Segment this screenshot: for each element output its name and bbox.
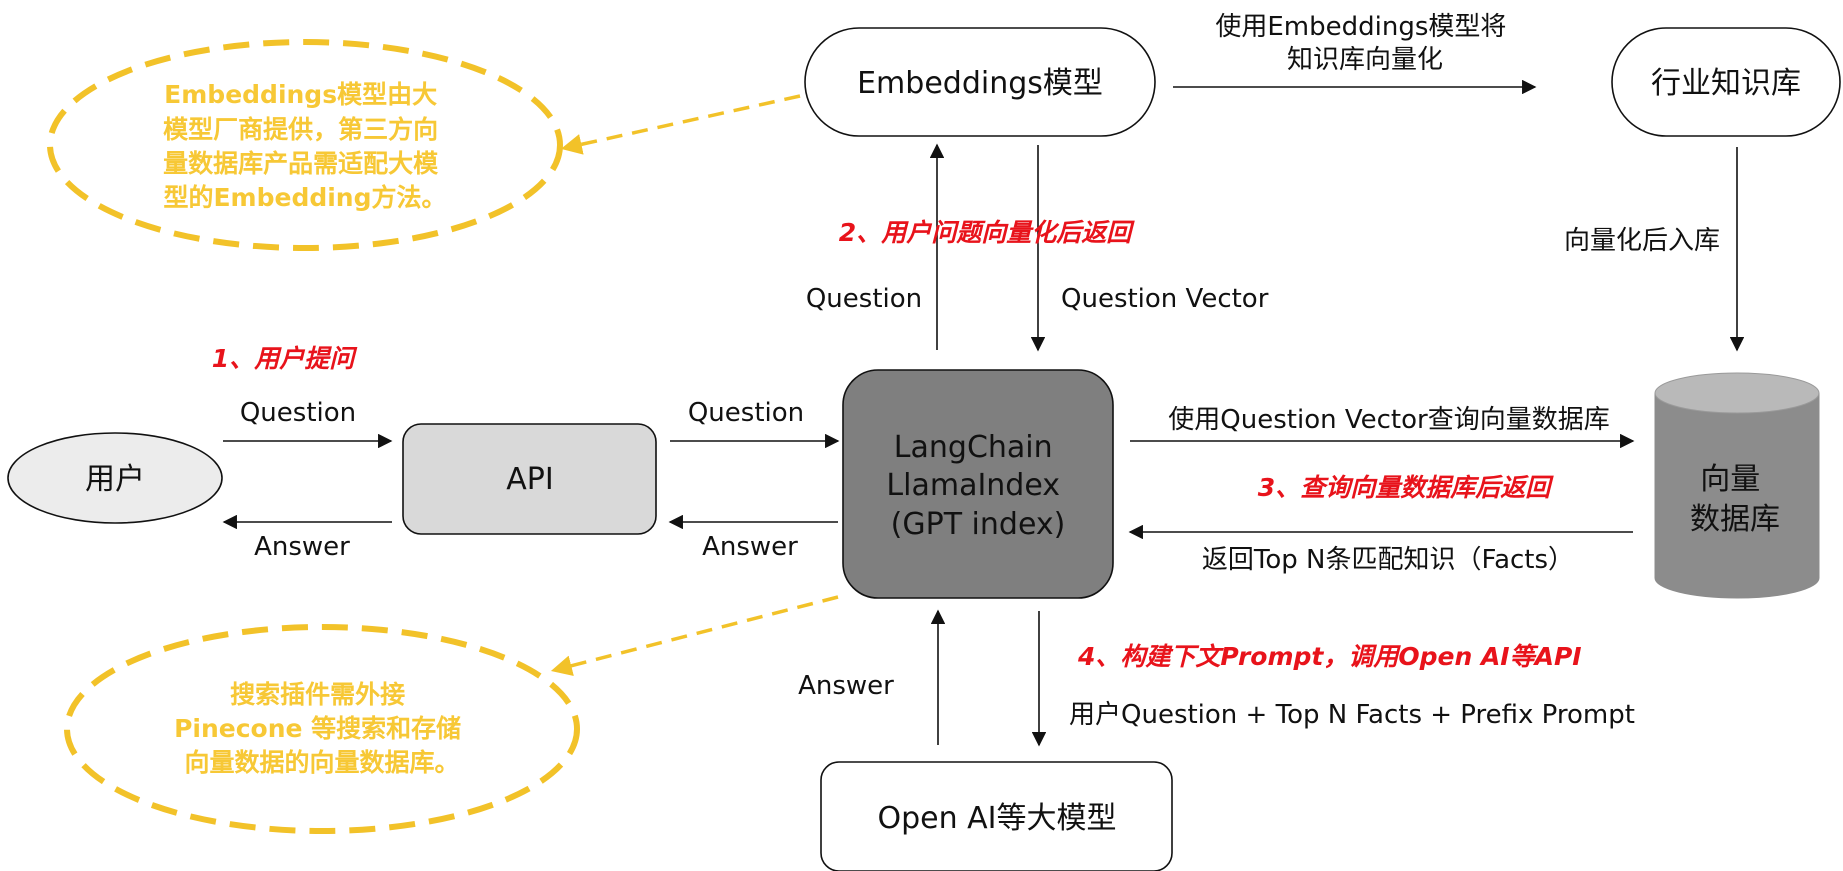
embedding-note-text: Embeddings模型由大 模型厂商提供，第三方向 量数据库产品需适配大模 型… bbox=[163, 80, 447, 212]
embedding-note-line-2: 模型厂商提供，第三方向 bbox=[163, 115, 438, 144]
search-note-line-3: 向量数据的向量数据库。 bbox=[184, 748, 459, 777]
embeddings-to-kb-label-line-1: 使用Embeddings模型将 bbox=[1215, 12, 1506, 42]
kb-to-vector-db-label: 向量化后入库 bbox=[1564, 226, 1720, 256]
search-note-ellipse bbox=[64, 624, 580, 834]
vector-db-label-line-2: 数据库 bbox=[1690, 502, 1780, 537]
embeddings-to-kb-label: 使用Embeddings模型将 知识库向量化 bbox=[1215, 12, 1514, 75]
user-to-api-label: Question bbox=[240, 398, 356, 428]
search-note-pointer bbox=[550, 595, 839, 676]
embeddings-to-kb-label-line-2: 知识库向量化 bbox=[1287, 45, 1443, 75]
step-1-label: 1、用户提问 bbox=[212, 344, 358, 373]
embeddings-to-core-label: Question Vector bbox=[1061, 284, 1269, 314]
langchain-llamaindex-node bbox=[842, 369, 1114, 599]
api-to-user-label: Answer bbox=[254, 532, 350, 562]
step-2-label: 2、用户问题向量化后返回 bbox=[839, 218, 1135, 247]
knowledge-base-node bbox=[1611, 27, 1841, 137]
search-note-line-2: Pinecone 等搜索和存储 bbox=[174, 714, 461, 743]
embeddings-model-label: Embeddings模型 bbox=[857, 66, 1103, 101]
vector-db-top bbox=[1654, 372, 1820, 414]
core-label-line-3: (GPT index) bbox=[891, 507, 1066, 542]
search-note-text: 搜索插件需外接 Pinecone 等搜索和存储 向量数据的向量数据库。 bbox=[174, 680, 470, 777]
vector-db-label-line-1: 向量 bbox=[1700, 462, 1760, 497]
core-to-api-label: Answer bbox=[702, 532, 798, 562]
core-label: LangChain LlamaIndex (GPT index) bbox=[886, 430, 1069, 542]
user-label: 用户 bbox=[85, 462, 145, 497]
embeddings-model-node bbox=[804, 27, 1156, 137]
vector-db-node bbox=[1654, 372, 1820, 599]
embedding-note-pointer bbox=[560, 94, 801, 155]
knowledge-base-label: 行业知识库 bbox=[1651, 66, 1801, 101]
vector-db-body bbox=[1654, 393, 1820, 599]
llm-node bbox=[820, 761, 1173, 871]
core-label-line-2: LlamaIndex bbox=[886, 468, 1060, 503]
embedding-note-line-3: 量数据库产品需适配大模 bbox=[163, 149, 439, 178]
core-to-vector-db-label: 使用Question Vector查询向量数据库 bbox=[1168, 405, 1609, 435]
step-3-label: 3、查询向量数据库后返回 bbox=[1258, 473, 1554, 502]
api-to-core-label: Question bbox=[688, 398, 804, 428]
search-note-line-1: 搜索插件需外接 bbox=[230, 680, 405, 709]
user-node bbox=[7, 432, 223, 524]
api-label: API bbox=[506, 462, 553, 497]
embedding-note-line-1: Embeddings模型由大 bbox=[164, 80, 437, 109]
vector-db-to-core-label: 返回Top N条匹配知识（Facts） bbox=[1202, 545, 1574, 575]
core-to-llm-label: 用户Question + Top N Facts + Prefix Prompt bbox=[1069, 700, 1635, 730]
core-to-embeddings-label: Question bbox=[806, 284, 922, 314]
llm-to-core-label: Answer bbox=[798, 671, 894, 701]
vector-db-label: 向量 数据库 bbox=[1690, 462, 1780, 537]
embedding-note-ellipse bbox=[47, 39, 563, 251]
embedding-note-line-4: 型的Embedding方法。 bbox=[163, 183, 446, 212]
core-label-line-1: LangChain bbox=[894, 430, 1053, 465]
llm-label: Open AI等大模型 bbox=[877, 801, 1116, 836]
api-node bbox=[402, 423, 657, 535]
step-4-label: 4、构建下文Prompt，调用Open AI等API bbox=[1077, 642, 1582, 671]
